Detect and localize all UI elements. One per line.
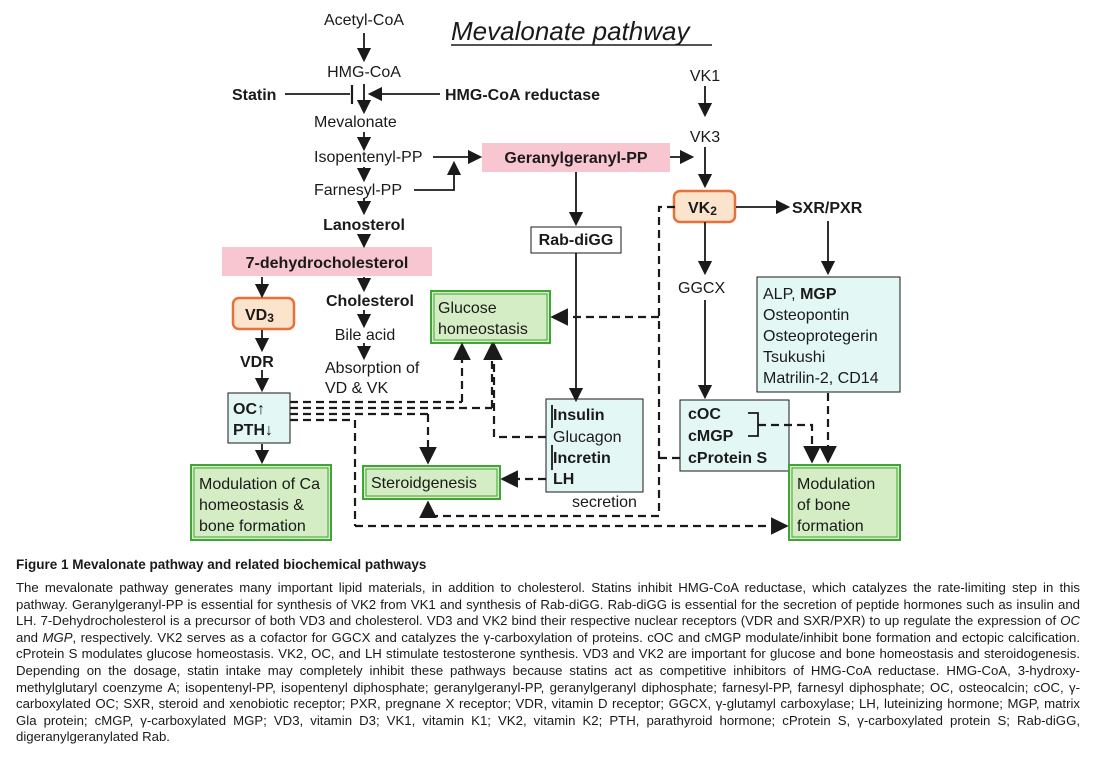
lh-label: LH <box>553 471 574 488</box>
hormones-box <box>545 398 644 493</box>
isopentenyl-pp-label: Isopentenyl-PP <box>314 149 423 166</box>
rab-digg-box <box>530 226 622 254</box>
steroidgenesis-label: Steroidgenesis <box>371 475 477 492</box>
ggcx-label: GGCX <box>678 280 725 297</box>
matrilin-label: Matrilin-2, CD14 <box>763 370 879 387</box>
vd3-label: VD3 <box>245 307 274 325</box>
glucagon-label: Glucagon <box>553 429 622 446</box>
statin-label: Statin <box>232 87 276 104</box>
acetyl-coa-label: Acetyl-CoA <box>324 12 404 29</box>
modulation-ca-line1: Modulation of Ca <box>199 476 320 493</box>
figure-caption-title: Figure 1 Mevalonate pathway and related … <box>16 557 427 572</box>
pth-down-label: PTH↓ <box>233 422 273 439</box>
modulation-bone-line2: of bone <box>797 497 850 514</box>
glucose-homeostasis-line2: homeostasis <box>438 321 528 338</box>
vk3-label: VK3 <box>690 129 720 146</box>
glucose-homeostasis-line1: Glucose <box>438 300 497 317</box>
tsukushi-label: Tsukushi <box>763 349 825 366</box>
incretin-label: Incretin <box>553 450 611 467</box>
geranylgeranyl-pp-label: Geranylgeranyl-PP <box>504 150 648 167</box>
mevalonate-pathway-diagram: Mevalonate pathway <box>190 12 901 541</box>
coc-label: cOC <box>688 406 721 423</box>
oc-pth-box <box>227 392 291 444</box>
dashed-connectors <box>290 205 837 535</box>
osteopontin-label: Osteopontin <box>763 307 849 324</box>
cholesterol-label: Cholesterol <box>326 293 414 310</box>
modulation-bone-line1: Modulation <box>797 476 875 493</box>
cmgp-label: cMGP <box>688 428 734 445</box>
modulation-bone-box <box>788 464 901 541</box>
figure-caption-body: The mevalonate pathway generates many im… <box>16 580 1080 745</box>
dehydrocholesterol-label: 7-dehydrocholesterol <box>246 255 409 272</box>
modulation-ca-box <box>190 464 332 541</box>
sxr-pxr-label: SXR/PXR <box>792 200 863 217</box>
osteoprotegerin-label: Osteoprotegerin <box>763 328 878 345</box>
absorption-label-line2: VD & VK <box>325 380 388 397</box>
diagram-title: Mevalonate pathway <box>451 16 691 46</box>
carboxylated-box <box>679 399 790 472</box>
mevalonate-label: Mevalonate <box>314 114 397 131</box>
solid-connectors <box>254 33 836 470</box>
hmg-coa-label: HMG-CoA <box>327 64 401 81</box>
bile-acid-label: Bile acid <box>335 327 395 344</box>
vk1-label: VK1 <box>690 68 720 85</box>
modulation-ca-line2: homeostasis & <box>199 497 304 514</box>
secretion-label: secretion <box>572 494 637 511</box>
geranylgeranyl-pp-highlight <box>482 143 670 172</box>
farnesyl-pp-label: Farnesyl-PP <box>314 182 402 199</box>
dehydrocholesterol-highlight <box>222 247 432 276</box>
bone-proteins-box <box>756 276 901 393</box>
steroidgenesis-box <box>362 465 501 500</box>
modulation-ca-line3: bone formation <box>199 518 306 535</box>
absorption-label-line1: Absorption of <box>325 360 420 377</box>
rab-digg-label: Rab-diGG <box>539 232 614 249</box>
hmg-coa-reductase-label: HMG-CoA reductase <box>445 87 600 104</box>
modulation-bone-line3: formation <box>797 518 864 535</box>
vdr-label: VDR <box>240 354 274 371</box>
lanosterol-label: Lanosterol <box>323 217 405 234</box>
cprotein-s-label: cProtein S <box>688 450 767 467</box>
insulin-label: Insulin <box>553 407 605 424</box>
vk2-label: VK2 <box>688 200 717 218</box>
oc-up-label: OC↑ <box>233 401 265 418</box>
alp-mgp-label: ALP, MGP <box>763 286 837 303</box>
